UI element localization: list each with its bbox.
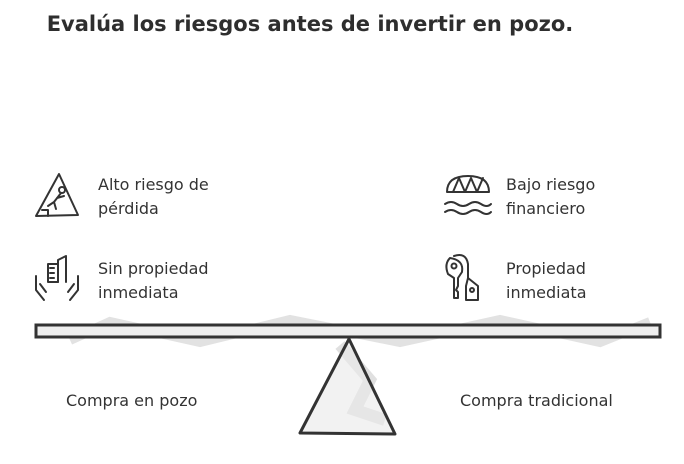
- left-item-1-label: Alto riesgo de pérdida: [98, 173, 209, 221]
- hands-building-icon: [34, 254, 82, 308]
- left-item-1-line1: Alto riesgo de: [98, 175, 209, 194]
- right-option-label: Compra tradicional: [460, 391, 613, 410]
- beam-shadow: [67, 314, 652, 348]
- left-item-2-label: Sin propiedad inmediata: [98, 257, 209, 305]
- left-item-1-line2: pérdida: [98, 199, 159, 218]
- warning-falling-person-icon: [34, 172, 80, 222]
- left-item-2-line2: inmediata: [98, 283, 179, 302]
- right-item-2-line1: Propiedad: [506, 259, 586, 278]
- right-item-2-label: Propiedad inmediata: [506, 257, 587, 305]
- right-item-2-line2: inmediata: [506, 283, 587, 302]
- key-house-tag-icon: [444, 254, 492, 308]
- bridge-water-icon: [443, 172, 493, 222]
- right-item-1-label: Bajo riesgo financiero: [506, 173, 595, 221]
- page-title: Evalúa los riesgos antes de invertir en …: [46, 12, 574, 36]
- triangle-shadow: [335, 341, 387, 426]
- right-item-1-line2: financiero: [506, 199, 586, 218]
- right-item-1-line1: Bajo riesgo: [506, 175, 596, 194]
- left-item-2-line1: Sin propiedad: [98, 259, 209, 278]
- seesaw-fulcrum: [298, 337, 397, 436]
- left-option-label: Compra en pozo: [66, 391, 198, 410]
- seesaw-beam: [34, 323, 662, 339]
